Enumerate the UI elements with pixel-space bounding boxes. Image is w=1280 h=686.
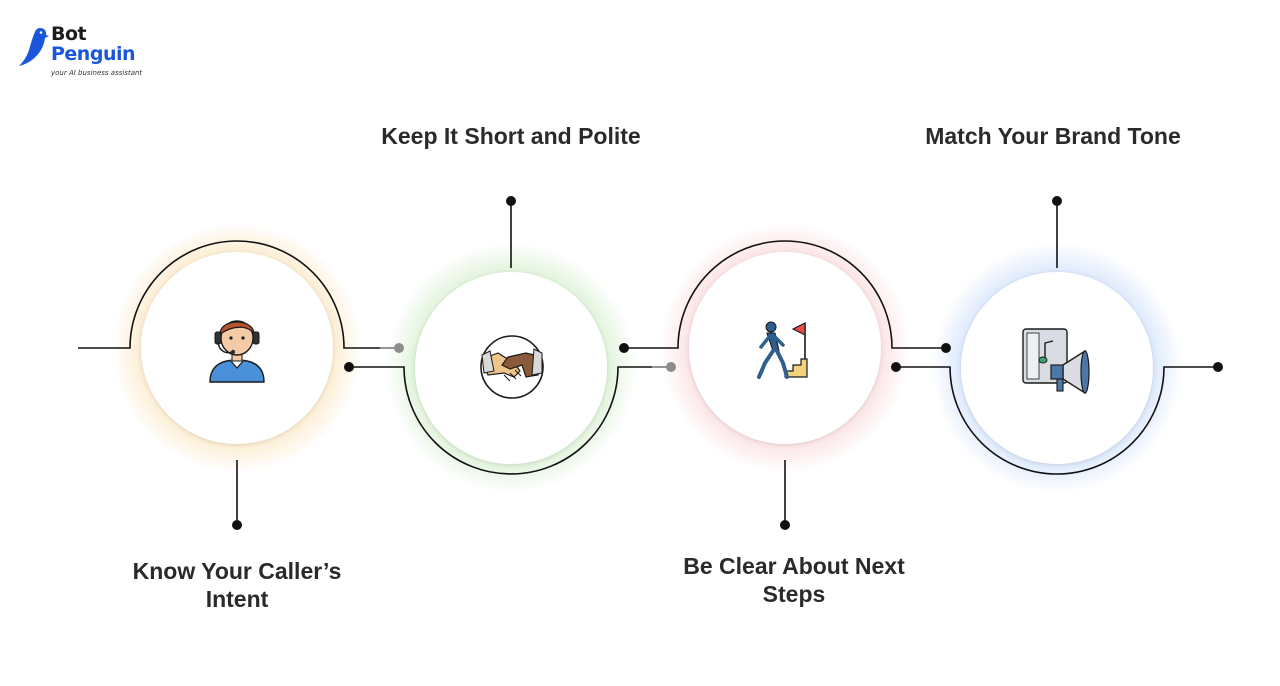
step-2-label: Keep It Short and Polite bbox=[381, 123, 641, 149]
handshake-icon bbox=[480, 335, 544, 399]
connector-path bbox=[78, 201, 1218, 525]
logo-wordmark-penguin: Penguin bbox=[51, 43, 136, 65]
step-3-circle bbox=[689, 252, 881, 444]
step-3-label: Be Clear About Next Steps bbox=[683, 553, 905, 607]
logo-wordmark-bot: Bot bbox=[51, 23, 87, 45]
logo-tagline: your AI business assistant bbox=[51, 69, 143, 77]
step-4-label: Match Your Brand Tone bbox=[925, 123, 1181, 149]
walking-to-goal-flag-icon bbox=[757, 321, 808, 379]
step-1-label: Know Your Caller’s Intent bbox=[132, 558, 342, 612]
botpenguin-logo: Bot Penguin your AI business assistant bbox=[18, 22, 158, 84]
customer-support-agent-icon bbox=[209, 320, 265, 383]
connector-dots bbox=[232, 196, 1223, 530]
penguin-logo-icon bbox=[19, 28, 49, 66]
megaphone-music-icon bbox=[1022, 328, 1090, 395]
